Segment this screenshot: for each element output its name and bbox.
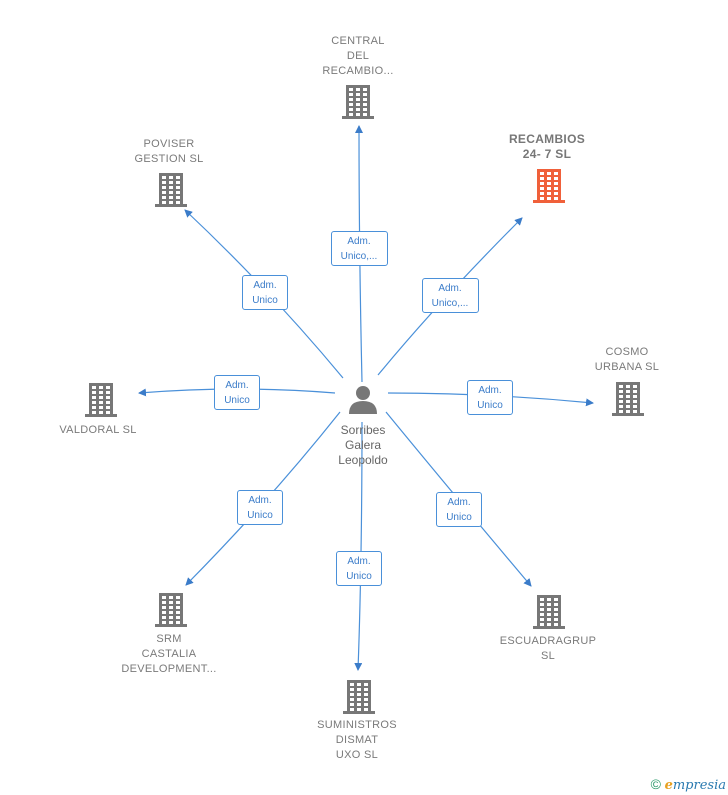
building-icon-srm[interactable] <box>155 593 187 627</box>
edge-label-suministros[interactable]: Adm. Unico <box>336 551 382 586</box>
node-label-cosmo[interactable]: COSMO URBANA SL <box>594 346 660 373</box>
node-label-srm[interactable]: SRM CASTALIA DEVELOPMENT... <box>121 633 217 675</box>
building-icon-recambios[interactable] <box>533 169 565 203</box>
edge-label-cosmo[interactable]: Adm. Unico <box>467 380 513 415</box>
building-icon-central[interactable] <box>342 85 374 119</box>
node-label-escuadragrup[interactable]: ESCUADRAGRUP SL <box>499 635 597 662</box>
edge-label-recambios[interactable]: Adm. Unico,... <box>421 278 479 313</box>
node-label-suministros[interactable]: SUMINISTROS DISMAT UXO SL <box>317 719 397 761</box>
edge-label-poviser[interactable]: Adm. Unico <box>242 275 288 310</box>
node-label-poviser[interactable]: POVISER GESTION SL <box>134 138 204 165</box>
edge-label-valdoral[interactable]: Adm. Unico <box>214 375 260 410</box>
node-label-recambios[interactable]: RECAMBIOS 24- 7 SL <box>508 132 586 161</box>
edge-label-srm[interactable]: Adm. Unico <box>237 490 283 525</box>
person-icon[interactable] <box>349 386 377 414</box>
node-label-central[interactable]: CENTRAL DEL RECAMBIO... <box>322 35 394 77</box>
building-icon-cosmo[interactable] <box>612 382 644 416</box>
person-label[interactable]: Sorribes Galera Leopoldo <box>338 423 388 467</box>
edge-label-escuadragrup[interactable]: Adm. Unico <box>436 492 482 527</box>
empresia-logo[interactable]: © empresia <box>650 776 726 793</box>
building-icon-escuadragrup[interactable] <box>533 595 565 629</box>
building-icon-poviser[interactable] <box>155 173 187 207</box>
building-icon-suministros[interactable] <box>343 680 375 714</box>
edge-label-central[interactable]: Adm. Unico,... <box>330 231 388 266</box>
node-label-valdoral[interactable]: VALDORAL SL <box>59 424 137 436</box>
building-icon-valdoral[interactable] <box>85 383 117 417</box>
